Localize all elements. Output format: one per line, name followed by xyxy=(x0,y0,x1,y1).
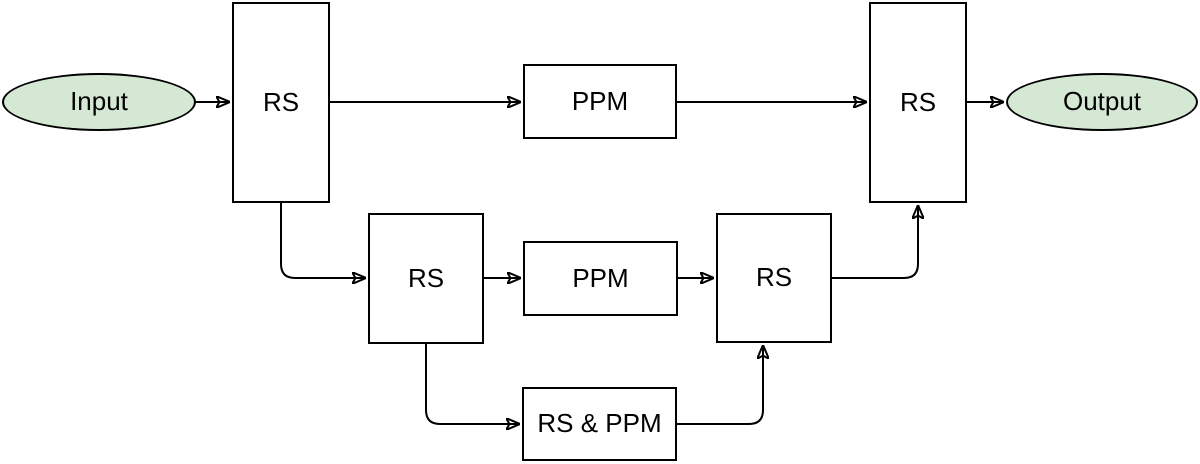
node-input: Input xyxy=(2,73,196,131)
node-rs-and-ppm: RS & PPM xyxy=(522,387,677,461)
edge-rs-mid-right-to-rs-top-right xyxy=(832,206,918,279)
node-rs-mid-left-label: RS xyxy=(407,262,445,293)
node-ppm-top-label: PPM xyxy=(571,85,629,116)
node-rs-and-ppm-label: RS & PPM xyxy=(537,408,662,439)
node-rs-mid-right: RS xyxy=(716,213,832,343)
node-rs-top-left-label: RS xyxy=(262,86,300,117)
edge-rs-and-ppm-to-rs-mid-right xyxy=(677,346,763,425)
node-ppm-top: PPM xyxy=(523,64,677,139)
node-rs-top-right-label: RS xyxy=(899,86,937,117)
node-input-label: Input xyxy=(70,86,128,117)
node-output: Output xyxy=(1006,73,1198,131)
node-rs-mid-left: RS xyxy=(368,213,484,344)
node-rs-top-left: RS xyxy=(232,2,330,203)
node-ppm-mid: PPM xyxy=(523,241,678,316)
node-output-label: Output xyxy=(1062,86,1142,117)
node-rs-mid-right-label: RS xyxy=(755,262,793,293)
edge-rs-mid-left-to-rs-and-ppm xyxy=(425,344,519,424)
edge-rs-top-left-to-rs-mid-left xyxy=(280,203,365,278)
node-rs-top-right: RS xyxy=(869,2,967,203)
node-ppm-mid-label: PPM xyxy=(572,262,629,293)
